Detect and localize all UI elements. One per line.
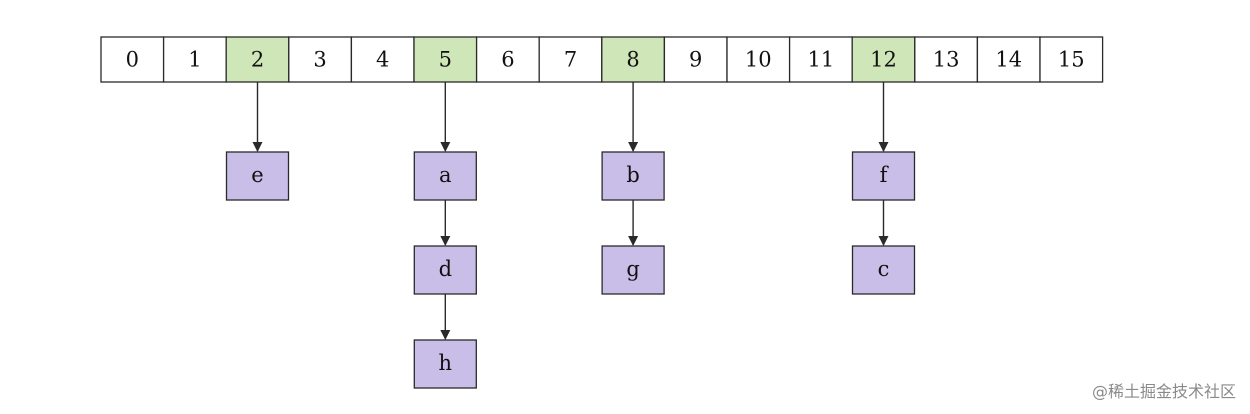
empty-bucket-rect: [350, 36, 415, 83]
chain-node: g: [601, 245, 665, 295]
empty-bucket-rect: [162, 36, 227, 83]
chain-node-rect: [851, 245, 916, 295]
chain-node: h: [413, 339, 477, 389]
bucket-cell: 10: [726, 36, 791, 83]
chain-links: [252, 82, 889, 340]
chain-node: f: [851, 151, 916, 201]
chain-node-label: e: [251, 163, 263, 187]
bucket-cell: 8: [601, 36, 666, 83]
chain-node-label: c: [878, 257, 890, 281]
bucket-cell: 3: [288, 36, 353, 83]
chain-node-rect: [851, 151, 916, 201]
bucket-index-label: 8: [626, 48, 639, 72]
chain-node: d: [413, 245, 477, 295]
empty-bucket-rect: [475, 36, 540, 83]
empty-bucket-rect: [100, 36, 165, 83]
chain-node-rect: [413, 339, 477, 389]
empty-bucket-rect: [538, 36, 603, 83]
watermark-text: @稀土掘金技术社区: [1091, 382, 1236, 401]
bucket-index-label: 10: [745, 48, 772, 72]
chain-node-label: a: [439, 163, 452, 187]
bucket-index-label: 13: [933, 48, 960, 72]
bucket-index-label: 11: [808, 48, 835, 72]
bucket-cell: 11: [788, 36, 853, 83]
bucket-index-label: 15: [1058, 48, 1085, 72]
chain-node-label: g: [626, 257, 639, 281]
bucket-index-label: 4: [376, 48, 389, 72]
empty-bucket-rect: [788, 36, 853, 83]
bucket-cell: 5: [413, 36, 478, 83]
chain-node-rect: [601, 151, 665, 201]
bucket-index-label: 6: [501, 48, 514, 72]
bucket-cell: 13: [914, 36, 979, 83]
bucket-cell: 6: [475, 36, 540, 83]
empty-bucket-rect: [914, 36, 979, 83]
chain-node-rect: [601, 245, 665, 295]
bucket-cell: 7: [538, 36, 603, 83]
bucket-cell: 15: [1039, 36, 1104, 83]
chain-node-label: h: [439, 351, 453, 375]
chain-node-label: f: [880, 163, 890, 187]
empty-bucket-rect: [663, 36, 728, 83]
chain-node-label: d: [439, 257, 452, 281]
bucket-index-label: 2: [251, 48, 264, 72]
bucket-cell: 0: [100, 36, 165, 83]
empty-bucket-rect: [1039, 36, 1104, 83]
chain-node: b: [601, 151, 665, 201]
bucket-index-label: 3: [313, 48, 326, 72]
bucket-cell: 9: [663, 36, 728, 83]
chain-node: a: [413, 151, 477, 201]
chain-nodes: e a d h b g f c: [225, 151, 916, 389]
bucket-cell: 1: [162, 36, 227, 83]
chain-node-rect: [413, 151, 477, 201]
bucket-index-label: 7: [564, 48, 577, 72]
bucket-index-label: 12: [870, 48, 897, 72]
bucket-cell: 4: [350, 36, 415, 83]
bucket-index-label: 5: [439, 48, 452, 72]
chain-node-label: b: [626, 163, 639, 187]
bucket-cell: 12: [851, 36, 916, 83]
bucket-index-label: 1: [188, 48, 201, 72]
chain-node: e: [225, 151, 290, 201]
bucket-index-label: 14: [995, 48, 1022, 72]
chain-node: c: [851, 245, 916, 295]
bucket-index-label: 0: [126, 48, 139, 72]
bucket-index-label: 9: [689, 48, 702, 72]
chain-node-rect: [225, 151, 290, 201]
bucket-cell: 2: [225, 36, 290, 83]
bucket-cell: 14: [976, 36, 1041, 83]
occupied-bucket-rect: [413, 36, 478, 83]
chain-node-rect: [413, 245, 477, 295]
